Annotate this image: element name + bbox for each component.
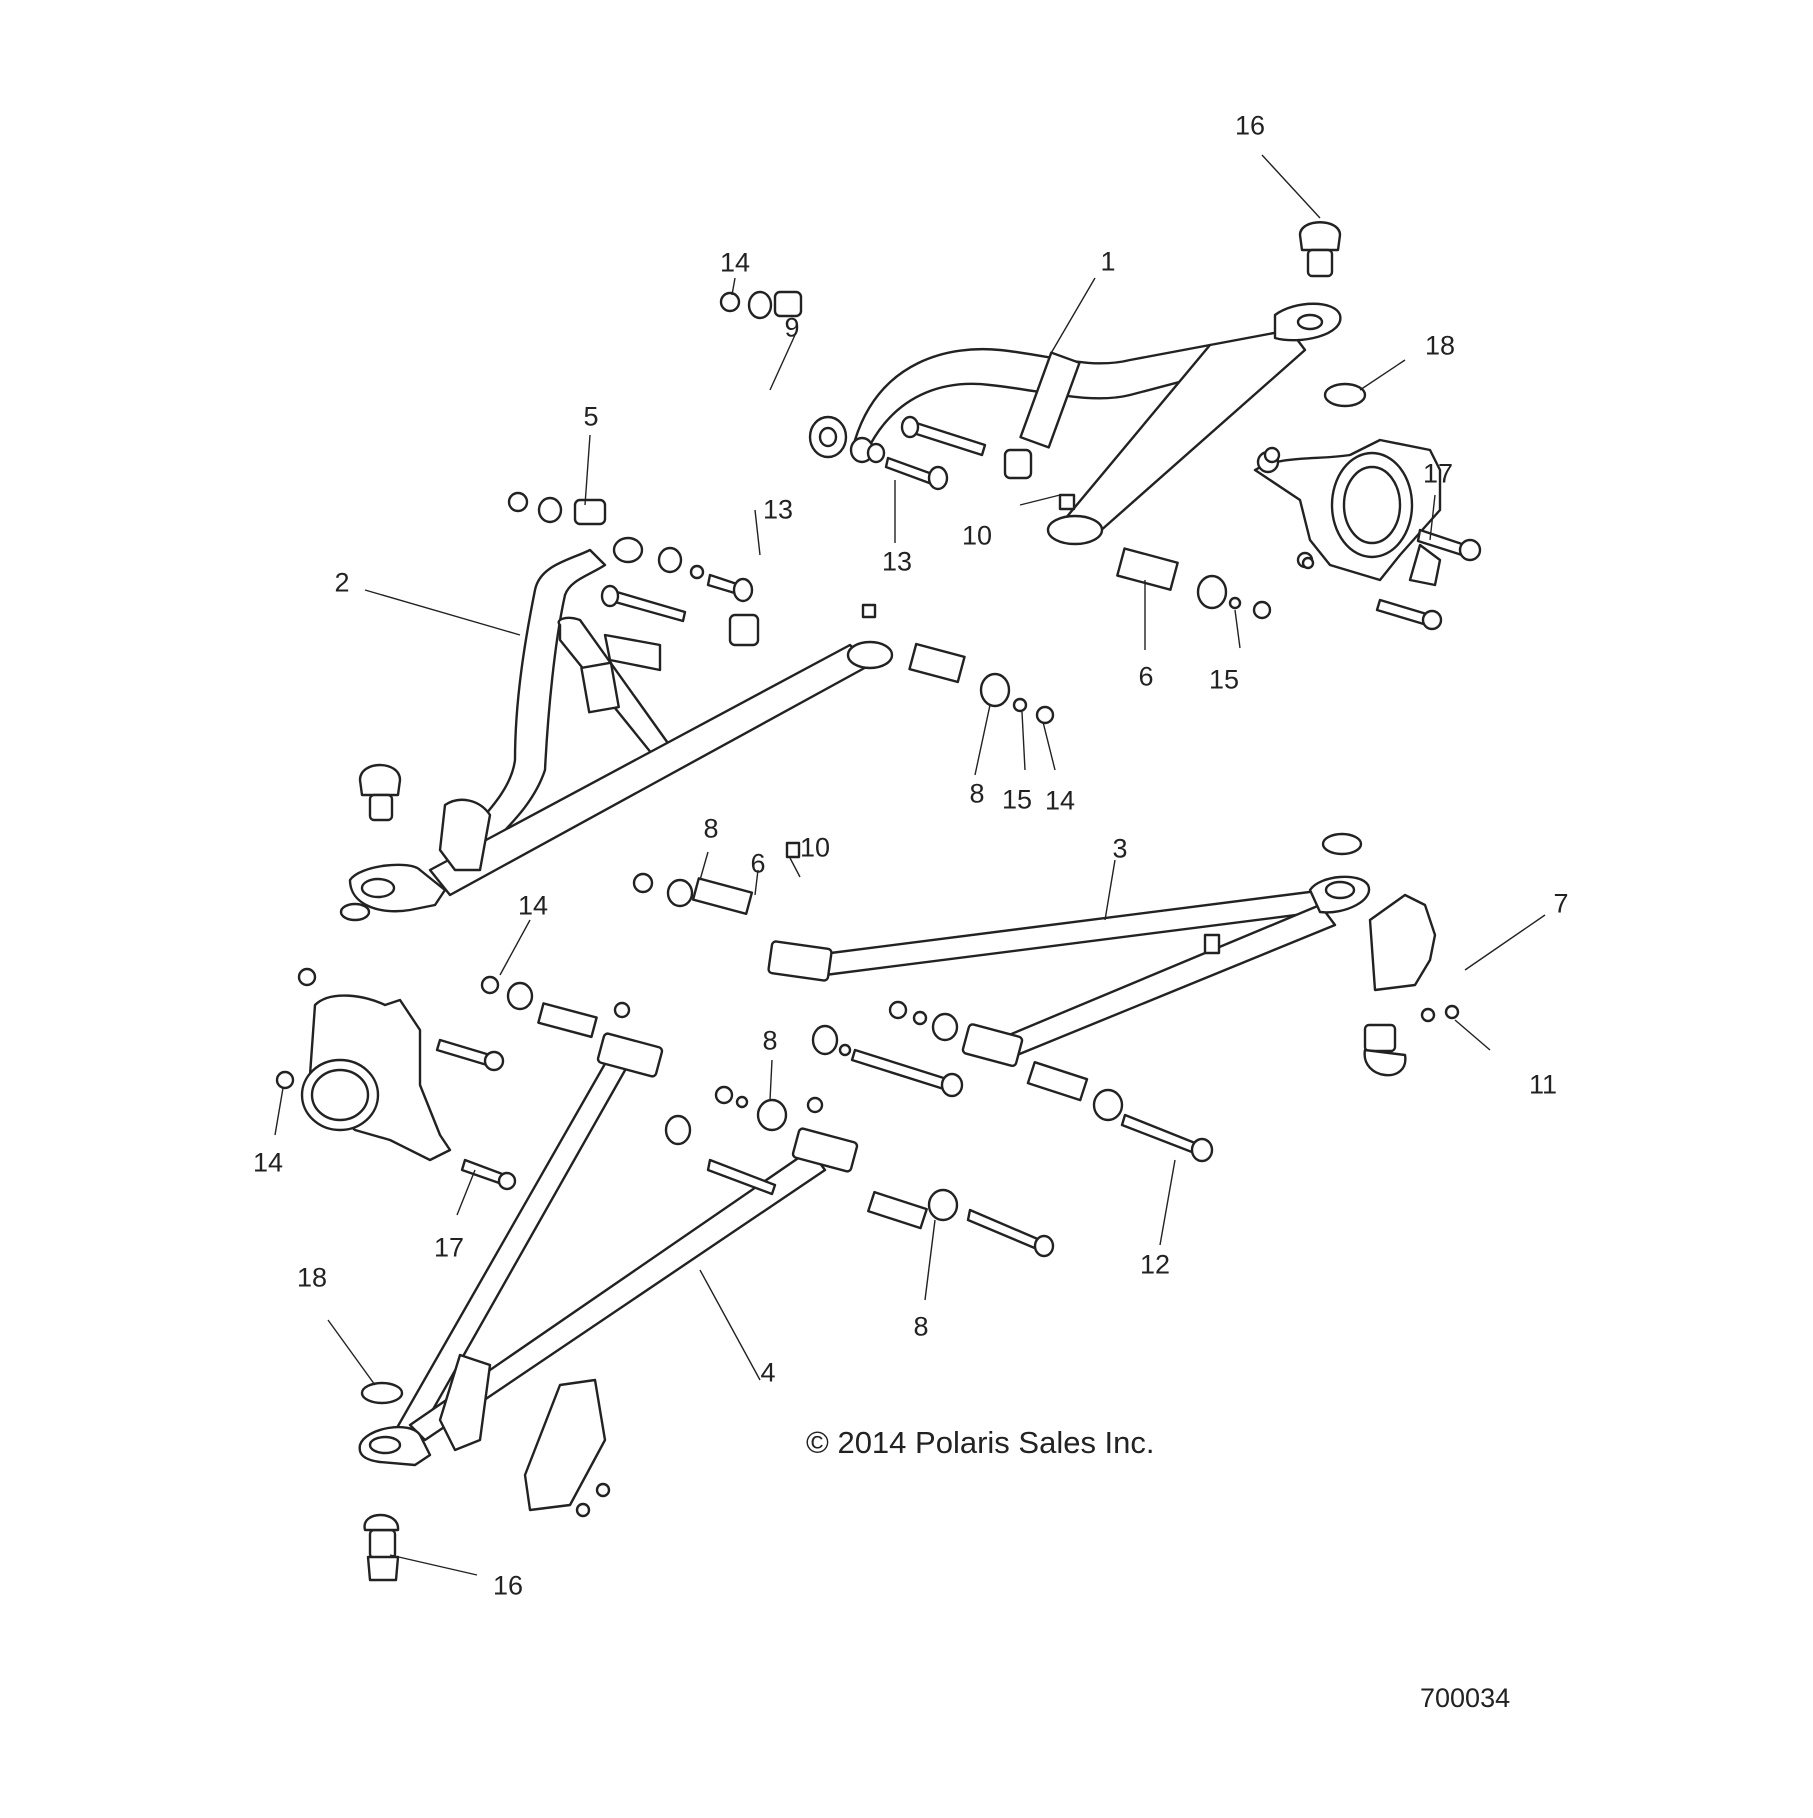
callout-17b: 17: [433, 1232, 465, 1263]
callout-10: 10: [961, 520, 993, 551]
knuckle-left: [275, 967, 517, 1191]
callout-17: 17: [1422, 458, 1454, 489]
callout-14b: 14: [1044, 785, 1076, 816]
callout-8c: 8: [762, 1025, 778, 1056]
callout-13: 13: [762, 494, 794, 525]
upper-left-hardware: [507, 491, 1055, 725]
callout-16: 16: [1234, 110, 1266, 141]
lower-a-arm-left: [358, 1032, 859, 1582]
callout-14: 14: [719, 247, 751, 278]
callout-11: 11: [1528, 1069, 1558, 1100]
copyright-notice: © 2014 Polaris Sales Inc.: [806, 1425, 1155, 1460]
callout-6b: 6: [750, 848, 766, 879]
callout-16b: 16: [492, 1570, 524, 1601]
callout-5: 5: [583, 401, 599, 432]
callout-13b: 13: [881, 546, 913, 577]
upper-right-hardware: [719, 221, 1367, 620]
callout-3: 3: [1112, 833, 1128, 864]
lower-right-hardware: [632, 841, 1460, 1163]
callout-6: 6: [1138, 661, 1154, 692]
callout-2: 2: [334, 567, 350, 598]
upper-a-arm-left: [339, 536, 894, 922]
upper-a-arm-right: [808, 302, 1342, 546]
callout-10b: 10: [799, 832, 831, 863]
callout-9: 9: [784, 312, 800, 343]
lower-left-hardware: [480, 975, 1055, 1518]
lower-a-arm-right: [767, 832, 1437, 1077]
callout-1: 1: [1100, 246, 1116, 277]
callout-14c: 14: [517, 890, 549, 921]
callout-8b: 8: [703, 813, 719, 844]
callout-14d: 14: [252, 1147, 284, 1178]
callout-7: 7: [1553, 888, 1569, 919]
callout-4: 4: [760, 1357, 776, 1388]
callout-15: 15: [1001, 784, 1033, 815]
callout-12: 12: [1139, 1249, 1171, 1280]
figure-number: 700034: [1420, 1683, 1511, 1713]
callout-8d: 8: [913, 1311, 929, 1342]
callout-18: 18: [1424, 330, 1456, 361]
callout-8: 8: [969, 778, 985, 809]
leader-lines: [274, 154, 1546, 1576]
knuckle-right: [1253, 438, 1482, 631]
callout-15b: 15: [1208, 664, 1240, 695]
callout-18b: 18: [296, 1262, 328, 1293]
